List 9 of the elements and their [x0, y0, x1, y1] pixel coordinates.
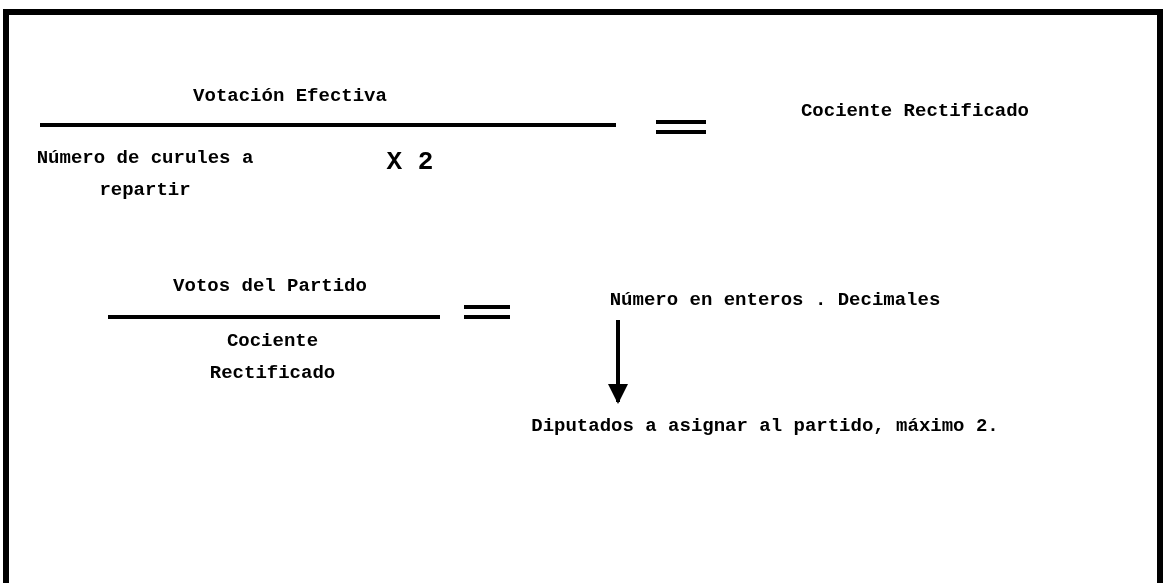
result-text: Número en enteros . Decimales	[525, 284, 1025, 316]
result-text: Diputados a asignar al partido, máximo 2.	[480, 410, 1050, 442]
result-text: Cociente Rectificado	[799, 99, 1030, 124]
multiplier-text: X 2	[385, 146, 435, 178]
arrow	[608, 320, 628, 404]
numerator-text: Votos del Partido	[172, 274, 368, 299]
denominator-text: Cociente Rectificado	[208, 329, 337, 386]
numerator-text: Votación Efectiva	[192, 84, 388, 109]
denominator-text: Número de curules a repartir	[35, 146, 255, 203]
